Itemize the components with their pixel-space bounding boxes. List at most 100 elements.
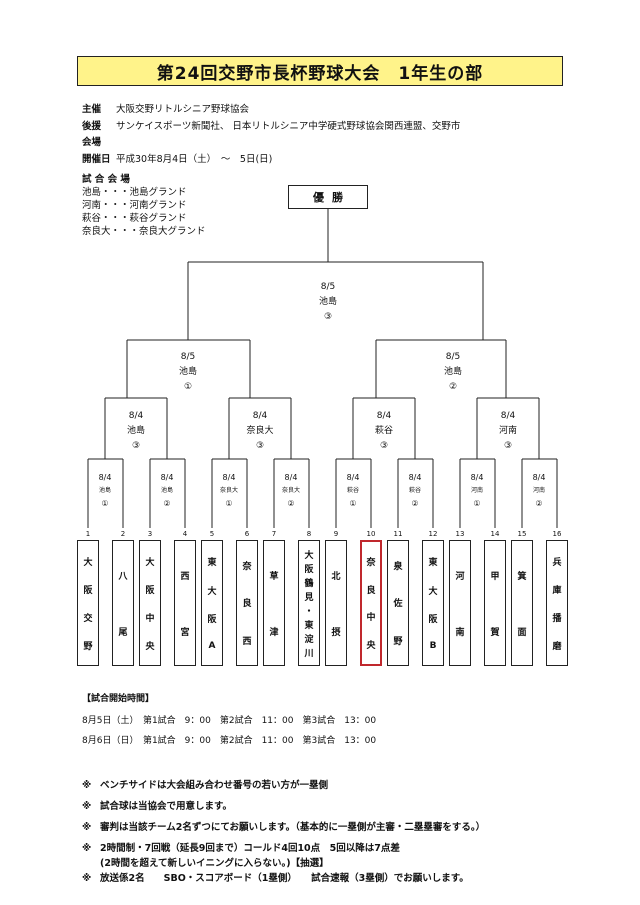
note-text: ベンチサイドは大会組み合わせ番号の若い方が一塁側 bbox=[100, 780, 329, 791]
team-name: 泉佐野 bbox=[388, 541, 408, 665]
team-box: 河南 bbox=[449, 540, 471, 666]
match-field: ③ bbox=[323, 312, 333, 322]
team-name-char: 面 bbox=[517, 627, 527, 638]
match-date: 8/4 bbox=[470, 473, 484, 482]
venues-heading: 試 合 会 場 bbox=[82, 174, 130, 185]
note-mark: ※ bbox=[82, 822, 92, 833]
team-name-char: 央 bbox=[145, 641, 155, 652]
team-seed-number: 7 bbox=[271, 530, 277, 538]
match-date: 8/4 bbox=[376, 411, 392, 421]
quarter-match-info: 8/4 萩谷 ③ bbox=[375, 409, 393, 454]
first-round-match-info: 8/4 萩谷 ① bbox=[347, 471, 360, 510]
team-box: 大阪鶴見・東淀川 bbox=[298, 540, 320, 666]
team-name-char: 箕 bbox=[517, 571, 527, 582]
match-date: 8/4 bbox=[252, 411, 268, 421]
match-date: 8/4 bbox=[128, 411, 144, 421]
team-box: 奈良西 bbox=[236, 540, 258, 666]
match-field: ② bbox=[287, 499, 295, 508]
team-name-char: 阪 bbox=[207, 615, 217, 626]
sponsor-row: 後援サンケイスポーツ新聞社、 日本リトルシニア中学硬式野球協会関西連盟、交野市 bbox=[82, 120, 460, 134]
date-row: 開催日平成30年8月4日（土） ～ 5日(日) bbox=[82, 153, 272, 167]
team-seed-number: 2 bbox=[120, 530, 126, 538]
match-field: ② bbox=[448, 382, 458, 392]
match-field: ② bbox=[163, 499, 171, 508]
team-name: 奈良中央 bbox=[362, 542, 380, 664]
semi-match-info: 8/5 池島 ② bbox=[444, 350, 462, 395]
match-date: 8/4 bbox=[346, 473, 360, 482]
first-round-match-info: 8/4 池島 ① bbox=[99, 471, 112, 510]
host-value: 大阪交野リトルシニア野球協会 bbox=[116, 104, 250, 115]
match-venue: 池島 bbox=[160, 487, 173, 494]
team-box: 西宮 bbox=[174, 540, 196, 666]
team-box: 泉佐野 bbox=[387, 540, 409, 666]
team-name: 草津 bbox=[264, 541, 284, 665]
page-title: 第24回交野市長杯野球大会 1年生の部 bbox=[77, 56, 563, 86]
team-name-char: 良 bbox=[366, 585, 376, 596]
match-field: ② bbox=[535, 499, 543, 508]
first-round-match-info: 8/4 河南 ② bbox=[533, 471, 546, 510]
team-name-char: 阪 bbox=[304, 564, 314, 575]
match-date: 8/4 bbox=[500, 411, 516, 421]
team-name: 大阪中央 bbox=[140, 541, 160, 665]
team-name: 大阪交野 bbox=[78, 541, 98, 665]
team-name-char: 大 bbox=[145, 557, 155, 568]
match-field: ② bbox=[411, 499, 419, 508]
venue-item: 奈良大・・・奈良大グランド bbox=[82, 226, 206, 237]
match-venue: 池島 bbox=[126, 426, 146, 436]
team-box: 北摂 bbox=[325, 540, 347, 666]
match-venue: 河南 bbox=[498, 426, 518, 436]
venue-item: 池島・・・池島グランド bbox=[82, 187, 187, 198]
team-name-char: 東 bbox=[304, 620, 314, 631]
venue-item: 萩谷・・・萩谷グランド bbox=[82, 213, 187, 224]
team-name-char: 磨 bbox=[552, 641, 562, 652]
team-seed-number: 4 bbox=[182, 530, 188, 538]
match-date: 8/5 bbox=[320, 282, 336, 292]
venue-row: 会場 bbox=[82, 136, 116, 150]
match-date: 8/4 bbox=[160, 473, 174, 482]
match-field: ① bbox=[349, 499, 357, 508]
team-name-char: 淀 bbox=[304, 634, 314, 645]
date-value: 平成30年8月4日（土） ～ 5日(日) bbox=[116, 154, 273, 165]
team-name-char: 阪 bbox=[83, 585, 93, 596]
team-seed-number: 11 bbox=[393, 530, 403, 538]
team-seed-number: 5 bbox=[209, 530, 215, 538]
quarter-match-info: 8/4 河南 ③ bbox=[499, 409, 517, 454]
team-name: 兵庫播磨 bbox=[547, 541, 567, 665]
team-box: 大阪中央 bbox=[139, 540, 161, 666]
team-name-char: 央 bbox=[366, 640, 376, 651]
match-venue: 池島 bbox=[443, 367, 463, 377]
team-seed-number: 1 bbox=[85, 530, 91, 538]
team-seed-number: 9 bbox=[333, 530, 339, 538]
match-field: ① bbox=[183, 382, 193, 392]
team-name-char: A bbox=[208, 641, 216, 652]
note-item: ※ ベンチサイドは大会組み合わせ番号の若い方が一塁側 bbox=[82, 778, 485, 793]
team-seed-number: 3 bbox=[147, 530, 153, 538]
team-name: 北摂 bbox=[326, 541, 346, 665]
team-name-char: 大 bbox=[304, 550, 314, 561]
note-mark: ※ bbox=[82, 780, 92, 791]
team-box: 草津 bbox=[263, 540, 285, 666]
quarter-match-info: 8/4 池島 ③ bbox=[127, 409, 145, 454]
date-label: 開催日 bbox=[82, 154, 111, 165]
team-name-char: B bbox=[429, 641, 437, 652]
match-field: ③ bbox=[379, 441, 389, 451]
match-venue: 河南 bbox=[532, 487, 545, 494]
venues-block: 試 合 会 場 池島・・・池島グランド 河南・・・河南グランド 萩谷・・・萩谷グ… bbox=[82, 173, 206, 238]
team-box: 八尾 bbox=[112, 540, 134, 666]
team-name-char: 阪 bbox=[428, 615, 438, 626]
match-venue: 池島 bbox=[98, 487, 111, 494]
match-date: 8/5 bbox=[180, 352, 196, 362]
note-text: 放送係2名 SBO・スコアボード（1塁側） 試合速報（3塁側）でお願いします。 bbox=[100, 873, 469, 884]
team-name: 八尾 bbox=[113, 541, 133, 665]
team-seed-number: 14 bbox=[490, 530, 500, 538]
match-date: 8/4 bbox=[532, 473, 546, 482]
match-venue: 奈良大 bbox=[219, 487, 239, 494]
note-mark: ※ bbox=[82, 873, 92, 884]
match-field: ① bbox=[225, 499, 233, 508]
team-name-char: 野 bbox=[83, 641, 93, 652]
team-name-char: 賀 bbox=[490, 627, 500, 638]
venue-item: 河南・・・河南グランド bbox=[82, 200, 187, 211]
